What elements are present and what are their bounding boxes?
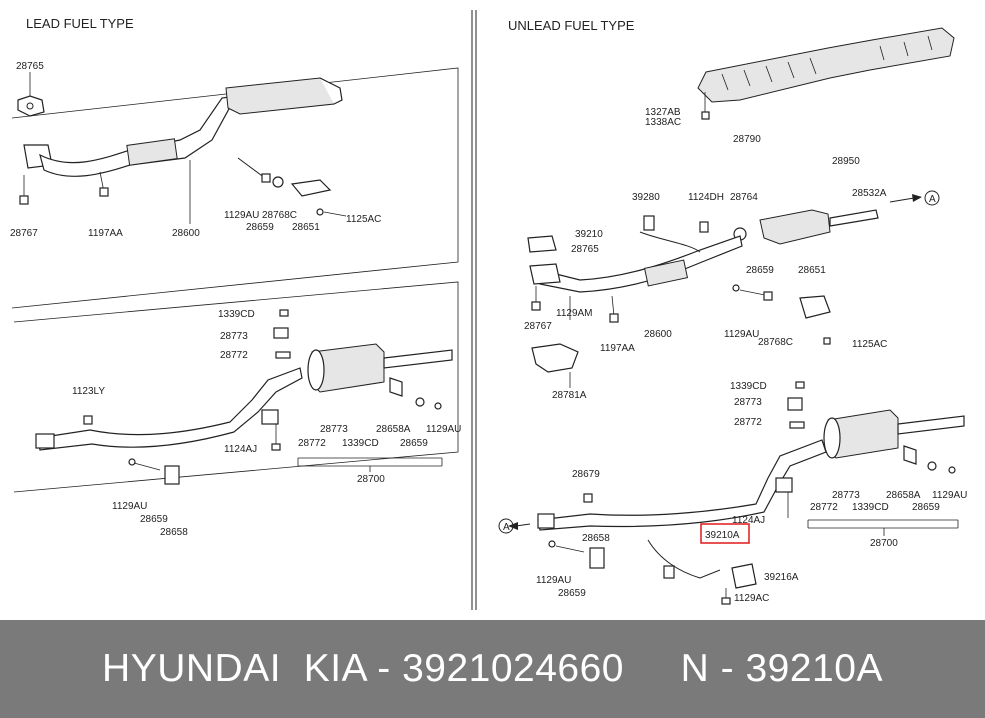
- label-28772: 28772: [298, 438, 326, 449]
- label-1338AC: 1338AC: [645, 117, 681, 128]
- label-28651: 28651: [798, 265, 826, 276]
- exhaust-parts-diagram: LEAD FUEL TYPE UNLEAD FUEL TYPE: [10, 10, 967, 610]
- unlead-front-section: [527, 190, 940, 388]
- label-28659: 28659: [140, 514, 168, 525]
- unlead-labels: 1327AB 1338AC 28790 28950 28532A A 39280…: [503, 107, 967, 604]
- label-28532A: 28532A: [852, 188, 887, 199]
- label-arrow-A-top: A: [929, 194, 936, 205]
- label-1125AC: 1125AC: [852, 339, 887, 350]
- unlead-heat-shield: [697, 27, 955, 120]
- label-1124DH: 1124DH: [688, 192, 724, 203]
- label-28600: 28600: [172, 228, 200, 239]
- label-1327AB: 1327AB: [645, 107, 681, 118]
- label-1129AM: 1129AM: [556, 308, 593, 319]
- label-39216A: 39216A: [764, 572, 799, 583]
- lead-labels: 28765 28767 1197AA 28600 1129AU 28768C 2…: [10, 61, 461, 538]
- panel-divider: [471, 10, 477, 610]
- label-28773: 28773: [220, 331, 248, 342]
- label-1129AU: 1129AU: [426, 424, 461, 435]
- label-1197AA: 1197AA: [600, 343, 635, 354]
- label-28658: 28658: [582, 533, 610, 544]
- label-28764: 28764: [730, 192, 758, 203]
- part-number-footer: HYUNDAI KIA - 3921024660 N - 39210A: [0, 620, 985, 718]
- part-number-text: HYUNDAI KIA - 3921024660 N - 39210A: [102, 647, 883, 690]
- label-28659: 28659: [746, 265, 774, 276]
- label-28658A: 28658A: [376, 424, 411, 435]
- label-28700: 28700: [870, 538, 898, 549]
- label-28659: 28659: [400, 438, 428, 449]
- label-1129AU: 1129AU: [112, 501, 147, 512]
- label-28651: 28651: [292, 222, 320, 233]
- label-39210A[interactable]: 39210A: [705, 530, 740, 541]
- lead-front-section: [11, 67, 459, 309]
- label-28658A: 28658A: [886, 490, 921, 501]
- lead-rear-section: [13, 281, 459, 493]
- label-28768C: 28768C: [262, 210, 297, 221]
- label-1123LY: 1123LY: [72, 386, 105, 397]
- label-28700: 28700: [357, 474, 385, 485]
- label-28773: 28773: [320, 424, 348, 435]
- label-1124AJ: 1124AJ: [732, 515, 765, 526]
- highlight-39210A[interactable]: [700, 523, 750, 544]
- label-28767: 28767: [524, 321, 552, 332]
- label-28773: 28773: [832, 490, 860, 501]
- label-28765: 28765: [571, 244, 599, 255]
- label-28772: 28772: [734, 417, 762, 428]
- label-28765: 28765: [16, 61, 44, 72]
- label-28790: 28790: [733, 134, 761, 145]
- label-1129AU: 1129AU: [932, 490, 967, 501]
- label-1339CD: 1339CD: [730, 381, 767, 392]
- label-28600: 28600: [644, 329, 672, 340]
- label-1129AU: 1129AU: [536, 575, 571, 586]
- label-1129AU: 1129AU: [224, 210, 259, 221]
- label-28772: 28772: [220, 350, 248, 361]
- label-28773: 28773: [734, 397, 762, 408]
- label-39280: 39280: [632, 192, 660, 203]
- label-28781A: 28781A: [552, 390, 587, 401]
- label-28679: 28679: [572, 469, 600, 480]
- label-1125AC: 1125AC: [346, 214, 381, 225]
- label-28772: 28772: [810, 502, 838, 513]
- label-39210: 39210: [575, 229, 603, 240]
- label-1197AA: 1197AA: [88, 228, 123, 239]
- label-1339CD: 1339CD: [342, 438, 379, 449]
- unlead-rear-section: [498, 381, 965, 605]
- label-arrow-A-bottom: A: [503, 522, 510, 533]
- label-28768C: 28768C: [758, 337, 793, 348]
- label-28659: 28659: [912, 502, 940, 513]
- label-1129AU: 1129AU: [724, 329, 759, 340]
- label-28658: 28658: [160, 527, 188, 538]
- label-28950: 28950: [832, 156, 860, 167]
- label-1339CD: 1339CD: [852, 502, 889, 513]
- label-28659: 28659: [558, 588, 586, 599]
- label-1339CD: 1339CD: [218, 309, 255, 320]
- label-28659: 28659: [246, 222, 274, 233]
- label-28767: 28767: [10, 228, 38, 239]
- label-1129AC: 1129AC: [734, 593, 769, 604]
- header-unlead-fuel-type: UNLEAD FUEL TYPE: [508, 18, 635, 33]
- header-lead-fuel-type: LEAD FUEL TYPE: [26, 16, 134, 31]
- label-1124AJ: 1124AJ: [224, 444, 257, 455]
